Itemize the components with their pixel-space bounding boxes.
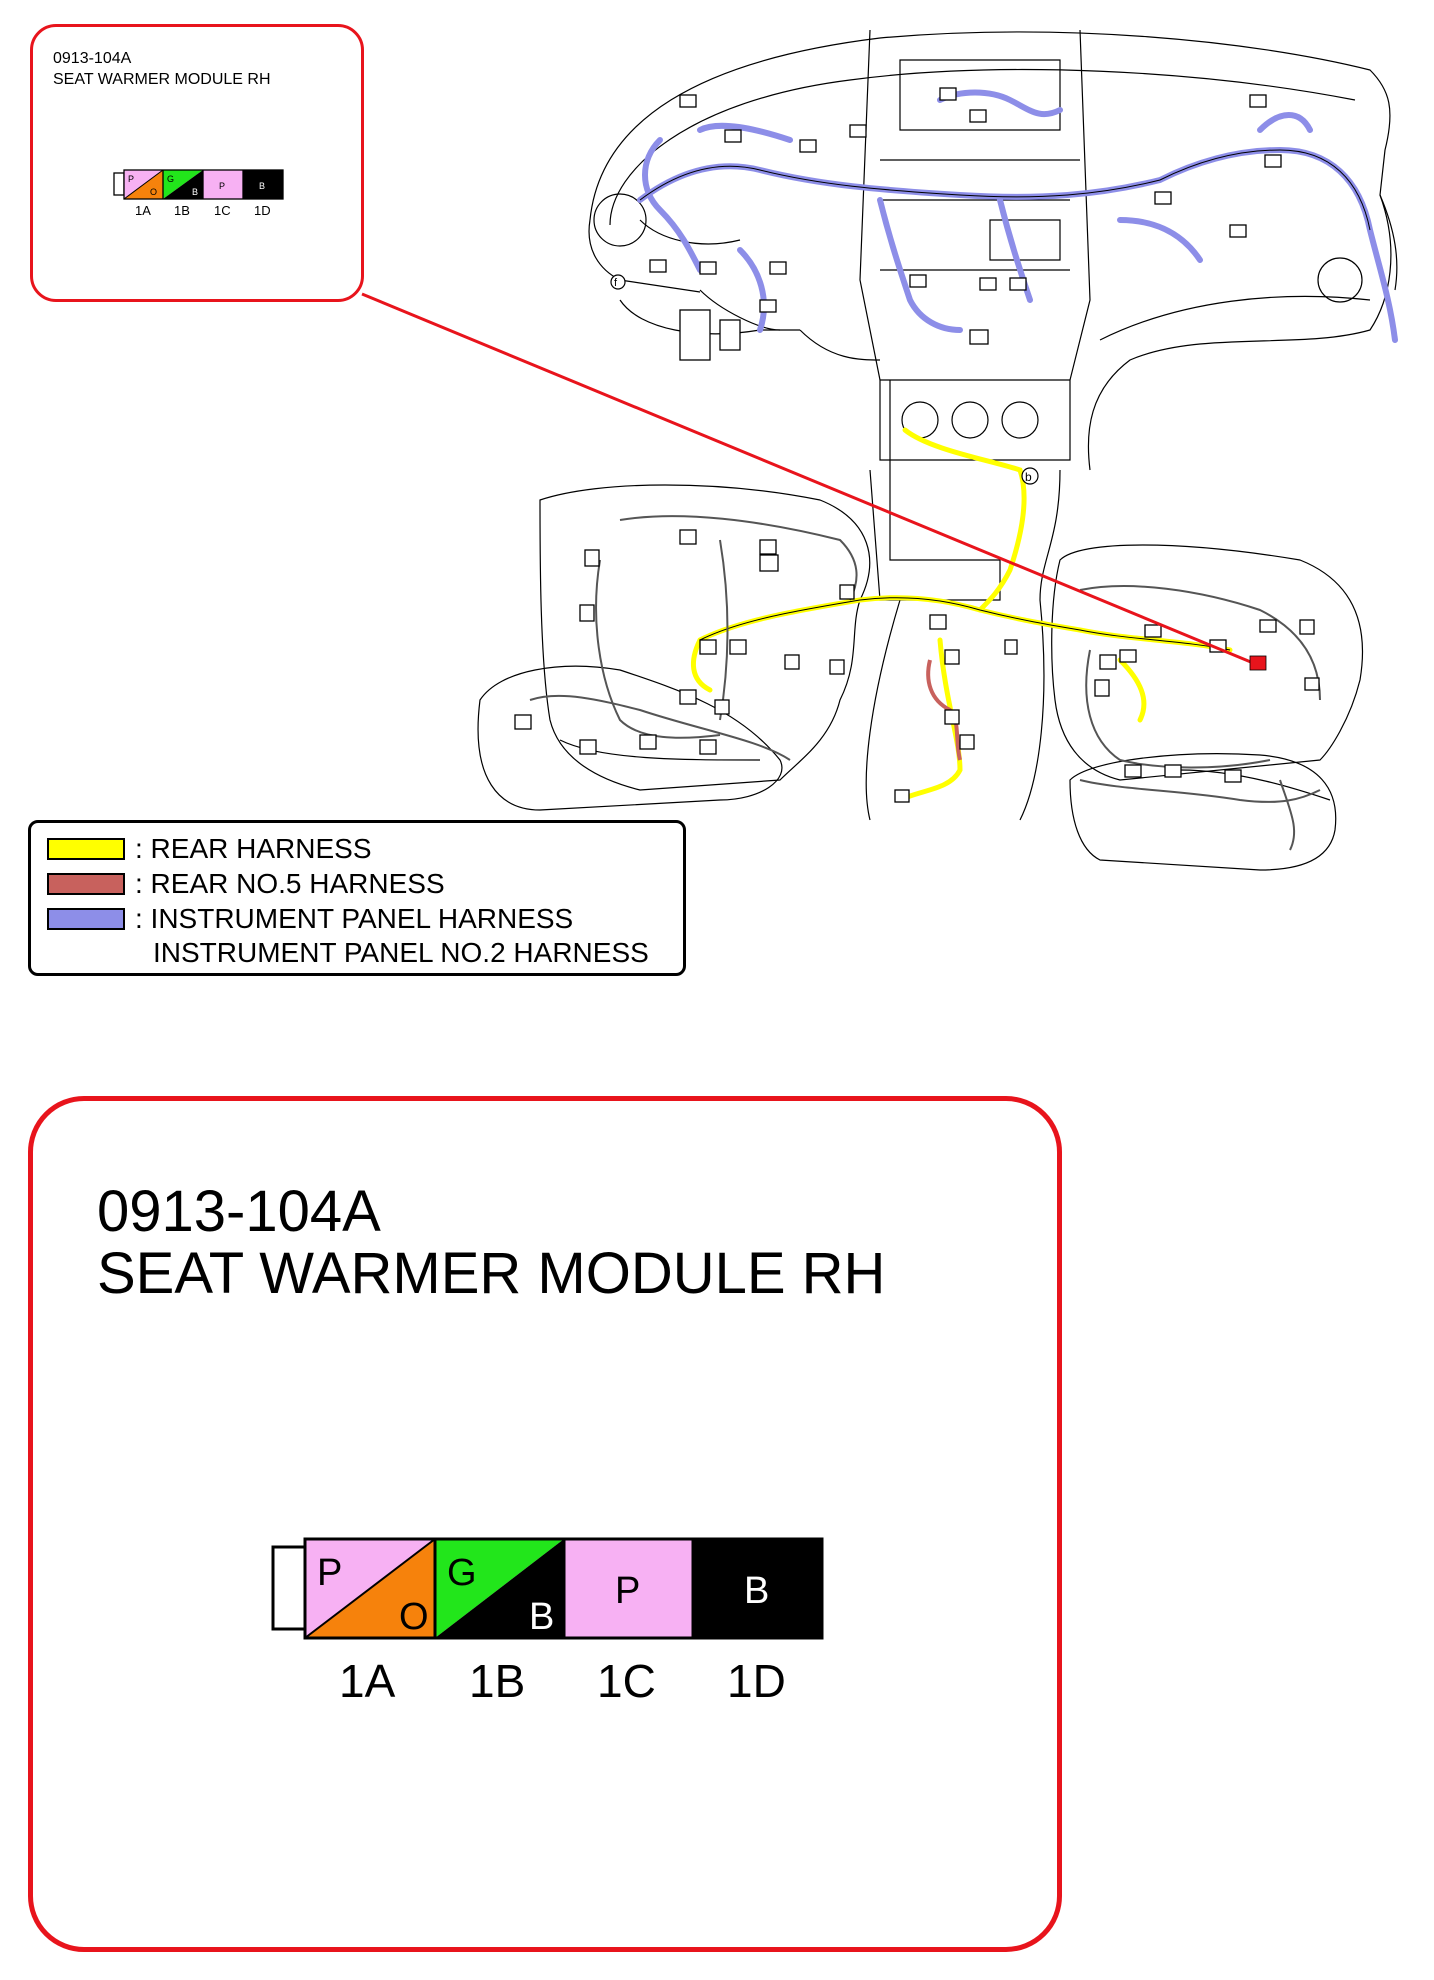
callout-large: 0913-104A SEAT WARMER MODULE RH P O G B …: [28, 1096, 1062, 1952]
legend-label: : INSTRUMENT PANEL HARNESS: [135, 903, 574, 934]
instrument-panel-harness-outline: [639, 149, 1371, 231]
pin-1b-label: 1B: [469, 1655, 525, 1707]
pin-1a-bottom-color-small: O: [150, 187, 157, 197]
pin-1a-label: 1A: [339, 1655, 396, 1707]
pin-1c-label-small: 1C: [214, 203, 231, 218]
svg-text:b: b: [1025, 470, 1032, 484]
pin-1b-bottom-color-small: B: [192, 187, 198, 197]
connector-name-small: SEAT WARMER MODULE RH: [53, 71, 271, 88]
harness-legend: : REAR HARNESS : REAR NO.5 HARNESS : INS…: [28, 820, 686, 976]
pin-1c-color-small: P: [219, 181, 225, 191]
pin-1c-color: P: [615, 1570, 640, 1612]
pin-1c-label: 1C: [597, 1655, 656, 1707]
dashboard-outline: [477, 29, 1398, 871]
connector-code-small: 0913-104A: [53, 50, 132, 67]
rear-no5-harness-swatch: [47, 873, 125, 895]
callout-leader-line: [361, 292, 1259, 667]
pin-1a-bottom-color: O: [399, 1596, 429, 1638]
legend-label: : REAR NO.5 HARNESS: [135, 868, 445, 899]
pin-1d-color: B: [744, 1570, 769, 1612]
pin-1d-label: 1D: [727, 1655, 786, 1707]
harness-connectors: [514, 87, 1320, 803]
connector-pinout-small: P O G B P B 1A 1B 1C 1D: [113, 169, 284, 218]
diagram-markers: b f: [610, 274, 1039, 485]
connector-location-marker: [1249, 655, 1267, 671]
instrument-panel-harness-swatch: [47, 908, 125, 930]
rear-harness-swatch: [47, 838, 125, 860]
connector-code-large: 0913-104A: [97, 1179, 381, 1244]
body-harness-wires: [529, 515, 1321, 851]
pin-1b-label-small: 1B: [174, 203, 190, 218]
connector-name-large: SEAT WARMER MODULE RH: [97, 1241, 886, 1306]
pin-1d-color-small: B: [259, 181, 265, 191]
pin-1b-top-color: G: [447, 1552, 477, 1594]
svg-text:f: f: [614, 277, 618, 289]
pin-1a-label-small: 1A: [135, 203, 151, 218]
pin-1a-top-color: P: [317, 1552, 342, 1594]
pin-1b-top-color-small: G: [167, 174, 174, 184]
pin-1b-bottom-color: B: [529, 1596, 554, 1638]
legend-label: : REAR HARNESS: [135, 833, 372, 864]
connector-pinout-large: P O G B P B 1A 1B 1C 1D: [271, 1537, 824, 1707]
pin-1a-top-color-small: P: [128, 174, 134, 184]
rear-harness-outline: [699, 597, 1231, 651]
callout-small: 0913-104A SEAT WARMER MODULE RH P O G B …: [30, 24, 364, 302]
pin-1d-label-small: 1D: [254, 203, 271, 218]
legend-extra-line: INSTRUMENT PANEL NO.2 HARNESS: [153, 937, 649, 968]
